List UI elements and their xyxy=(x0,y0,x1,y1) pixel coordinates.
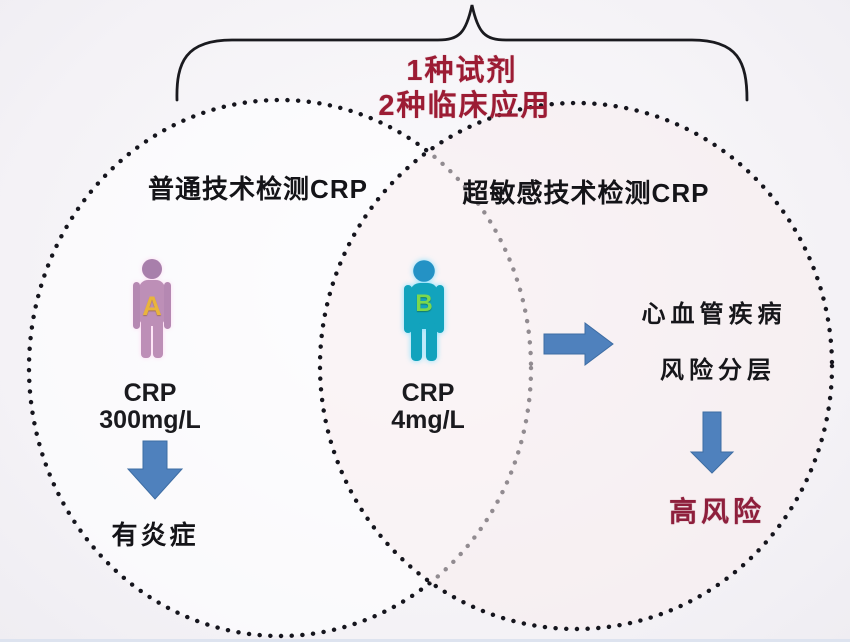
right-circle-title: 超敏感技术检测CRP xyxy=(462,178,710,208)
inflammation-down-arrow-icon xyxy=(126,440,184,500)
bottom-border-line xyxy=(0,639,850,642)
right-dotted-circle xyxy=(317,100,835,632)
high-risk-text: 高风险 xyxy=(668,496,766,527)
crp-b-value: CRP 4mg/L xyxy=(391,380,465,434)
inflammation-conclusion-text: 有炎症 xyxy=(111,520,199,550)
risk-right-arrow-icon xyxy=(543,322,614,366)
person-a-icon xyxy=(133,259,171,358)
header-text-line1: 1种试剂 xyxy=(406,55,518,87)
left-circle-title: 普通技术检测CRP xyxy=(148,174,368,204)
person-a-label: A xyxy=(142,291,162,321)
risk-down-arrow-icon xyxy=(689,411,735,474)
crp-a-value-line1: CRP xyxy=(123,379,177,407)
person-b-label: B xyxy=(415,290,433,317)
crp-b-value-line2: 4mg/L xyxy=(391,406,465,434)
crp-b-value-line1: CRP xyxy=(401,379,455,407)
person-b-icon xyxy=(404,260,444,361)
header-text-line2: 2种临床应用 xyxy=(378,90,552,122)
crp-a-value-line2: 300mg/L xyxy=(99,406,201,434)
outcome-text-line2: 风险分层 xyxy=(660,357,776,384)
curly-brace-icon xyxy=(175,4,749,102)
outcome-text-line1: 心血管疾病 xyxy=(641,301,787,328)
crp-a-value: CRP 300mg/L xyxy=(99,380,200,434)
